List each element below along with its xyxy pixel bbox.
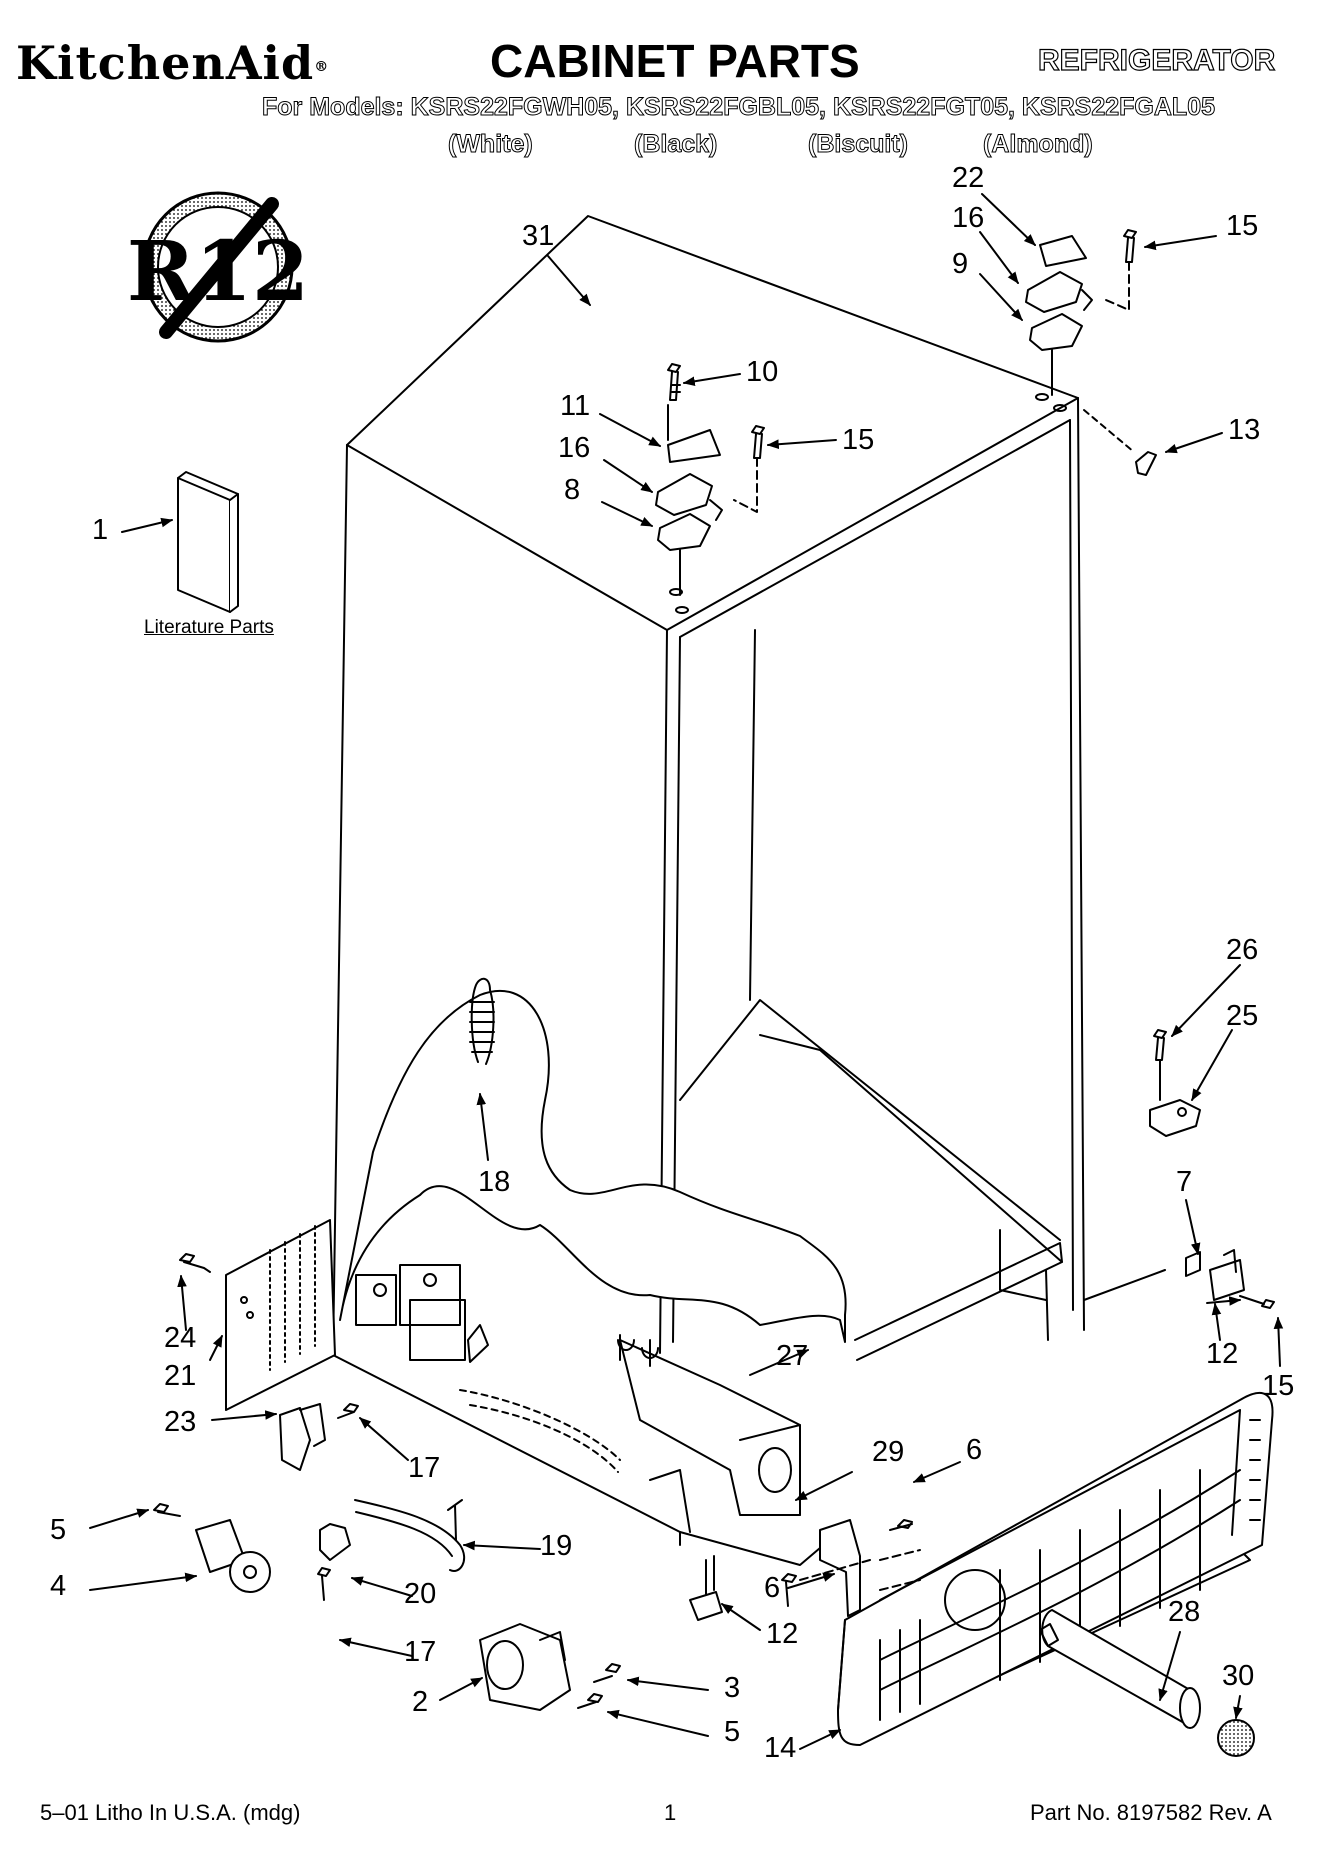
leveling-bracket — [1150, 1030, 1200, 1136]
callout-15-mid: 15 — [842, 424, 875, 456]
hinge-bracket-23 — [280, 1404, 358, 1470]
brand-logo: KitchenAid® — [16, 36, 329, 90]
rear-roller — [154, 1504, 270, 1592]
side-panel — [180, 1220, 335, 1410]
color-white: (White) — [448, 130, 534, 159]
callout-16-right: 16 — [952, 202, 985, 234]
callout-31: 31 — [522, 220, 555, 252]
callout-3: 3 — [724, 1672, 741, 1704]
water-tube — [318, 1500, 464, 1600]
brand-mark: ® — [314, 59, 330, 75]
callout-21: 21 — [164, 1360, 197, 1392]
callout-2: 2 — [412, 1686, 429, 1718]
callout-8: 7 — [1176, 1166, 1193, 1198]
callout-22: 22 — [952, 162, 985, 194]
callout-14: 14 — [764, 1732, 797, 1764]
callout-12-lower: 12 — [766, 1618, 799, 1650]
callout-16-left: 16 — [558, 432, 591, 464]
callout-5-left: 5 — [50, 1514, 67, 1546]
door-stop-pin — [1084, 410, 1156, 475]
drain-tube — [470, 979, 494, 1064]
cabinet-shell — [333, 216, 1165, 1565]
callout-11: 11 — [560, 390, 591, 422]
callout-28: 28 — [1168, 1596, 1201, 1628]
color-almond: (Almond) — [983, 130, 1094, 159]
callout-26: 26 — [1226, 934, 1259, 966]
callout-1: 1 — [92, 514, 109, 546]
color-biscuit: (Biscuit) — [808, 130, 909, 159]
footer-part-number: Part No. 8197582 Rev. A — [1030, 1800, 1272, 1825]
leader-arrows — [90, 194, 1284, 1749]
no-r12-badge: R12 — [127, 193, 309, 341]
callout-30: 30 — [1222, 1660, 1255, 1692]
callout-19: 19 — [540, 1530, 573, 1562]
callout-20: 20 — [404, 1578, 437, 1610]
mounting-bracket — [782, 1520, 920, 1616]
callout-15-top: 15 — [1226, 210, 1259, 242]
callout-13: 13 — [1228, 414, 1261, 446]
callout-17-lower: 17 — [404, 1636, 437, 1668]
callout-9-left: 8 — [564, 474, 581, 506]
callout-17-upper: 17 — [408, 1452, 441, 1484]
literature-parts-label: Literature Parts — [144, 617, 274, 638]
front-roller — [480, 1624, 620, 1710]
hinge-assembly-left — [656, 364, 764, 613]
brand-name: KitchenAid — [16, 36, 315, 90]
filter-housing — [618, 1335, 800, 1515]
callout-23: 23 — [164, 1406, 197, 1438]
callout-25: 25 — [1226, 1000, 1259, 1032]
footer-print-info: 5–01 Litho In U.S.A. (mdg) — [40, 1800, 301, 1825]
footer-page-number: 1 — [664, 1800, 677, 1825]
hinge-assembly-right — [1026, 230, 1136, 411]
relay-components — [356, 1265, 620, 1472]
callout-27: 27 — [776, 1340, 809, 1372]
callout-6: 6 — [764, 1572, 781, 1604]
callout-12-right: 12 — [1206, 1338, 1239, 1370]
callout-24: 24 — [164, 1322, 197, 1354]
literature-book — [178, 472, 238, 612]
color-black: (Black) — [633, 130, 718, 159]
callout-15-lower: 15 — [1262, 1370, 1295, 1402]
callout-7: 6 — [966, 1434, 983, 1466]
product-type: REFRIGERATOR — [1037, 43, 1276, 77]
callout-4: 4 — [50, 1570, 67, 1602]
page-title: CABINET PARTS — [490, 35, 860, 87]
callout-29: 29 — [872, 1436, 905, 1468]
callout-9-right: 9 — [952, 248, 969, 280]
callout-10: 10 — [746, 356, 779, 388]
models-line: For Models: KSRS22FGWH05, KSRS22FGBL05, … — [261, 93, 1216, 122]
clip-12 — [690, 1556, 722, 1620]
water-filter — [1040, 1610, 1254, 1756]
callout-18: 18 — [478, 1166, 511, 1198]
bracket-right — [1186, 1250, 1274, 1308]
callout-5-right: 5 — [724, 1716, 741, 1748]
